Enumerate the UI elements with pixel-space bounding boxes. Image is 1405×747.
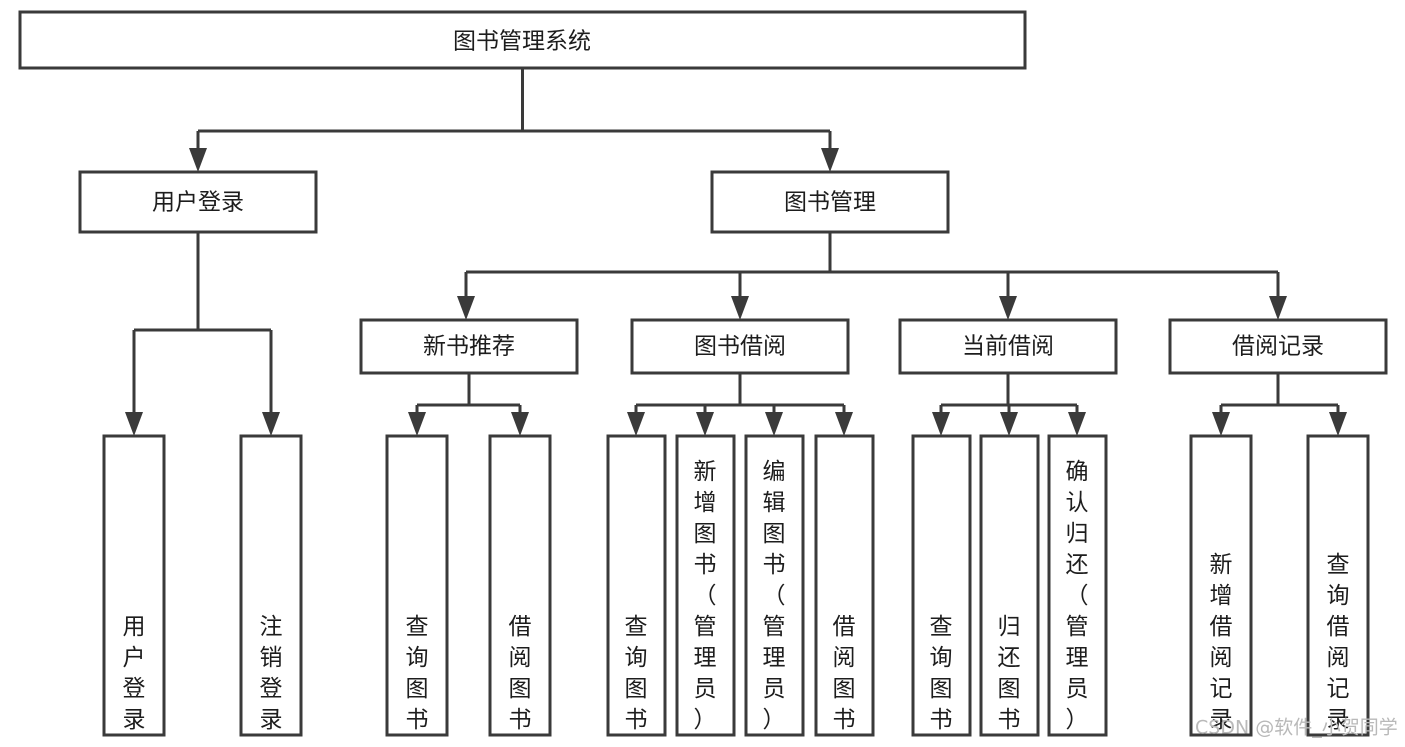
node-leaf-query-book-2-label: 查询图书 <box>625 614 648 733</box>
node-leaf-return-book-label: 归还图书 <box>998 614 1021 733</box>
node-leaf-borrow-book-2-box[interactable] <box>814 434 875 737</box>
arrow-icon-to-leaf-query-book-2 <box>627 412 645 436</box>
node-leaf-query-book-2-box[interactable] <box>606 434 667 737</box>
node-leaf-return-book[interactable]: 归还图书 <box>979 434 1040 737</box>
node-leaf-query-record[interactable]: 查询借阅记录 <box>1306 434 1370 737</box>
node-leaf-query-book-1-label: 查询图书 <box>406 614 429 733</box>
node-leaf-confirm-return-label: 确认归还（管理员） <box>1066 459 1089 733</box>
node-book-management-label: 图书管理 <box>784 190 876 216</box>
node-leaf-borrow-book-1[interactable]: 借阅图书 <box>488 434 552 737</box>
node-book-borrow-label: 图书借阅 <box>694 334 786 360</box>
arrow-icon-to-leaf-add-record <box>1212 412 1230 436</box>
arrow-icon-to-current-borrow <box>999 296 1017 320</box>
node-user-login-box[interactable] <box>78 170 318 234</box>
node-borrow-record-box[interactable] <box>1168 318 1388 375</box>
node-root[interactable]: 图书管理系统 <box>18 10 1027 70</box>
node-current-borrow[interactable]: 当前借阅 <box>898 318 1118 375</box>
node-leaf-return-book-box[interactable] <box>979 434 1040 737</box>
node-leaf-add-record-label: 新增借阅记录 <box>1210 552 1233 733</box>
watermark-label: CSDN @软件_小贺同学 <box>1195 717 1398 739</box>
node-leaf-query-book-2[interactable]: 查询图书 <box>606 434 667 737</box>
arrow-icon-to-leaf-query-record <box>1329 412 1347 436</box>
node-borrow-record[interactable]: 借阅记录 <box>1168 318 1388 375</box>
arrow-icon-to-leaf-return-book <box>1000 412 1018 436</box>
arrow-icon-to-borrow-record <box>1269 296 1287 320</box>
node-current-borrow-label: 当前借阅 <box>962 334 1054 360</box>
node-leaf-query-record-label: 查询借阅记录 <box>1327 552 1350 733</box>
arrow-icon-to-new-book-recommend <box>457 296 475 320</box>
node-leaf-query-book-3-label: 查询图书 <box>930 614 953 733</box>
node-user-login-label: 用户登录 <box>152 190 244 216</box>
node-leaf-query-book-3[interactable]: 查询图书 <box>911 434 972 737</box>
node-book-management-box[interactable] <box>710 170 950 234</box>
node-leaf-add-book-label: 新增图书（管理员） <box>694 459 717 733</box>
node-leaf-query-book-3-box[interactable] <box>911 434 972 737</box>
node-leaf-logout[interactable]: 注销登录 <box>239 434 303 737</box>
node-current-borrow-box[interactable] <box>898 318 1118 375</box>
node-leaf-user-login-label: 用户登录 <box>123 614 146 733</box>
arrow-icon-to-leaf-user-login <box>125 412 143 436</box>
node-new-book-recommend-label: 新书推荐 <box>423 334 515 360</box>
node-leaf-add-record-box[interactable] <box>1189 434 1253 737</box>
node-leaf-query-record-box[interactable] <box>1306 434 1370 737</box>
node-leaf-borrow-book-2-label: 借阅图书 <box>833 614 856 733</box>
node-leaf-confirm-return-box[interactable] <box>1047 434 1108 737</box>
node-leaf-edit-book-label: 编辑图书（管理员） <box>763 459 786 733</box>
node-leaf-add-book[interactable]: 新增图书（管理员） <box>675 434 736 737</box>
node-user-login[interactable]: 用户登录 <box>78 170 318 234</box>
node-leaf-query-book-1[interactable]: 查询图书 <box>385 434 449 737</box>
node-leaf-edit-book-box[interactable] <box>744 434 805 737</box>
node-borrow-record-label: 借阅记录 <box>1232 334 1324 360</box>
node-leaf-borrow-book-1-label: 借阅图书 <box>509 614 532 733</box>
node-leaf-user-login-box[interactable] <box>102 434 166 737</box>
arrow-icon-to-leaf-query-book-3 <box>932 412 950 436</box>
arrow-icon-to-leaf-add-book <box>696 412 714 436</box>
node-leaf-add-book-box[interactable] <box>675 434 736 737</box>
node-leaf-logout-box[interactable] <box>239 434 303 737</box>
node-root-box[interactable] <box>18 10 1027 70</box>
node-leaf-logout-label: 注销登录 <box>260 614 283 733</box>
node-root-label: 图书管理系统 <box>453 29 591 55</box>
node-book-management[interactable]: 图书管理 <box>710 170 950 234</box>
node-book-borrow[interactable]: 图书借阅 <box>630 318 850 375</box>
node-new-book-recommend[interactable]: 新书推荐 <box>359 318 579 375</box>
arrow-icon-to-leaf-borrow-book-2 <box>835 412 853 436</box>
node-leaf-borrow-book-2[interactable]: 借阅图书 <box>814 434 875 737</box>
node-leaf-add-record[interactable]: 新增借阅记录 <box>1189 434 1253 737</box>
node-new-book-recommend-box[interactable] <box>359 318 579 375</box>
arrowhead-layer <box>125 148 1347 436</box>
node-leaf-confirm-return[interactable]: 确认归还（管理员） <box>1047 434 1108 737</box>
node-leaf-edit-book[interactable]: 编辑图书（管理员） <box>744 434 805 737</box>
arrow-icon-to-leaf-edit-book <box>765 412 783 436</box>
arrow-icon-to-leaf-borrow-book-1 <box>511 412 529 436</box>
arrow-icon-to-leaf-logout <box>262 412 280 436</box>
arrow-icon-to-leaf-query-book-1 <box>408 412 426 436</box>
node-leaf-user-login[interactable]: 用户登录 <box>102 434 166 737</box>
node-leaf-borrow-book-1-box[interactable] <box>488 434 552 737</box>
node-leaf-query-book-1-box[interactable] <box>385 434 449 737</box>
arrow-icon-to-book-management <box>821 148 839 172</box>
arrow-icon-to-leaf-confirm-return <box>1068 412 1086 436</box>
arrow-icon-to-book-borrow <box>731 296 749 320</box>
arrow-icon-to-user-login <box>189 148 207 172</box>
node-book-borrow-box[interactable] <box>630 318 850 375</box>
